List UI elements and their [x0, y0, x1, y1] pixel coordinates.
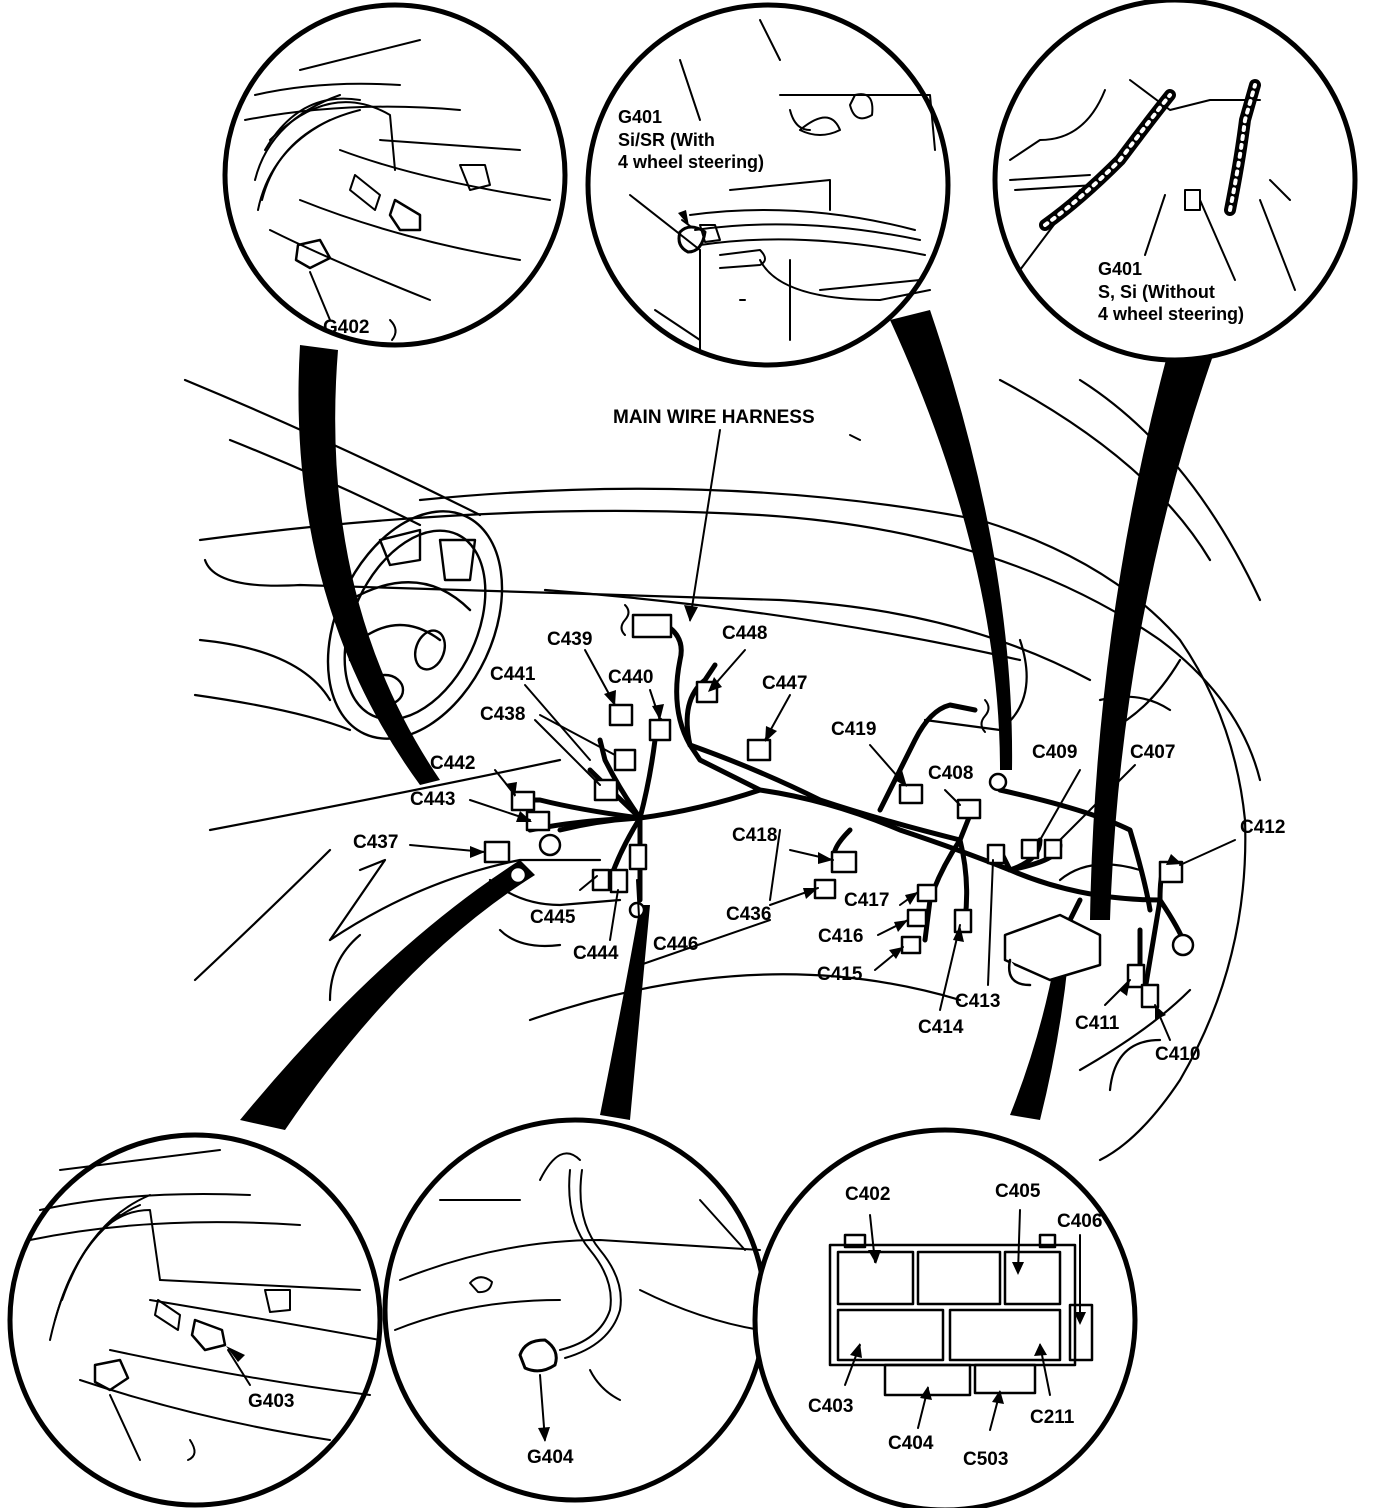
- detail-circle-g403: [7, 1132, 383, 1508]
- label-c448: C448: [722, 623, 768, 644]
- label-c445: C445: [530, 907, 576, 928]
- detail-circle-g401-sr: [585, 2, 951, 368]
- label-c439: C439: [547, 629, 593, 650]
- label-c407: C407: [1130, 742, 1176, 763]
- label-c447: C447: [762, 673, 808, 694]
- label-c436: C436: [726, 904, 772, 925]
- label-c410: C410: [1155, 1044, 1201, 1065]
- label-g401-sr: G401 Si/SR (With 4 wheel steering): [618, 107, 765, 172]
- label-c415: C415: [817, 964, 863, 985]
- label-c403: C403: [808, 1396, 854, 1417]
- label-g404: G404: [527, 1447, 574, 1468]
- detail-leader-bands: [240, 310, 1215, 1130]
- label-c409: C409: [1032, 742, 1078, 763]
- label-c412: C412: [1240, 817, 1286, 838]
- label-c437: C437: [353, 832, 399, 853]
- label-c408: C408: [928, 763, 974, 784]
- label-c446: C446: [653, 934, 699, 955]
- label-c402: C402: [845, 1184, 891, 1205]
- label-c405: C405: [995, 1181, 1041, 1202]
- label-c416: C416: [818, 926, 864, 947]
- label-c211: C211: [1030, 1407, 1075, 1428]
- label-c411: C411: [1075, 1013, 1120, 1034]
- main-wire-harness-title: MAIN WIRE HARNESS: [613, 407, 815, 428]
- label-g402: G402: [323, 317, 370, 338]
- label-c417: C417: [844, 890, 890, 911]
- label-c441: C441: [490, 664, 536, 685]
- detail-circle-g401-s: [992, 0, 1358, 363]
- break-marks: [620, 299, 990, 733]
- label-c503: C503: [963, 1449, 1009, 1470]
- detail-circle-g402: [222, 2, 568, 348]
- label-c438: C438: [480, 704, 526, 725]
- label-c414: C414: [918, 1017, 964, 1038]
- label-c413: C413: [955, 991, 1001, 1012]
- steering-wheel: [326, 510, 504, 740]
- label-c406: C406: [1057, 1211, 1103, 1232]
- label-c442: C442: [430, 753, 476, 774]
- label-c419: C419: [831, 719, 877, 740]
- dashboard-outline: [183, 378, 1262, 1162]
- label-c440: C440: [608, 667, 654, 688]
- label-c443: C443: [410, 789, 456, 810]
- label-c404: C404: [888, 1433, 934, 1454]
- callout-arrowheads: [470, 605, 1182, 1020]
- label-c444: C444: [573, 943, 619, 964]
- detail-circle-g404: [382, 1117, 768, 1503]
- label-g403: G403: [248, 1391, 295, 1412]
- detail-circle-fuse-box: [752, 1127, 1138, 1508]
- label-g401-s: G401 S, Si (Without 4 wheel steering): [1098, 259, 1245, 324]
- connector-blocks: [483, 613, 1195, 1009]
- label-c418: C418: [732, 825, 778, 846]
